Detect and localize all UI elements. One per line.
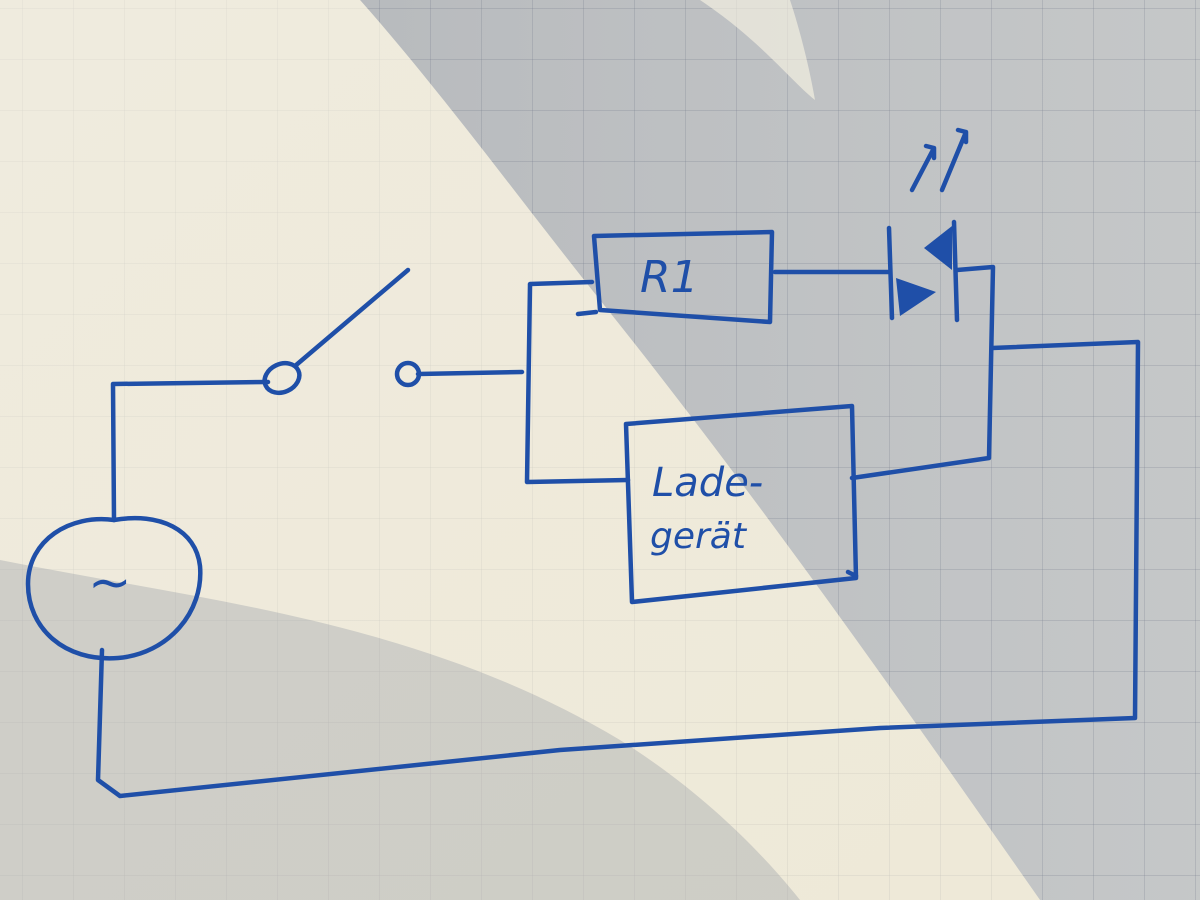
led-triangle-upper [924, 226, 952, 270]
resistor-label: R1 [640, 252, 699, 303]
charger-label-line2: gerät [650, 516, 748, 557]
wire-network [95, 264, 1141, 799]
ac-source-circle [25, 515, 203, 661]
switch-lever [292, 267, 411, 369]
charger-box [623, 403, 859, 605]
wire-to-resistor [527, 279, 599, 317]
led-bar-left [886, 225, 895, 321]
ac-source: ~ [25, 515, 203, 661]
switch-contact-right [394, 360, 422, 388]
wire-switch-to-junction [415, 369, 525, 377]
led-bar-right [951, 219, 960, 323]
resistor-box [591, 229, 775, 325]
switch-contact-left [262, 360, 302, 396]
wire-led-to-right [849, 264, 996, 481]
switch [262, 267, 422, 396]
wire-source-to-switch [110, 379, 271, 523]
led-arrows [909, 127, 969, 193]
charger-label-line1: Lade- [652, 460, 763, 506]
ac-source-symbol: ~ [88, 553, 132, 613]
resistor: R1 [591, 229, 775, 325]
led-icon [886, 127, 969, 323]
wire-left-bus [524, 282, 631, 485]
charger: Lade- gerät [623, 403, 859, 605]
wire-right-return [95, 339, 1141, 799]
led-triangle-lower [896, 278, 936, 316]
